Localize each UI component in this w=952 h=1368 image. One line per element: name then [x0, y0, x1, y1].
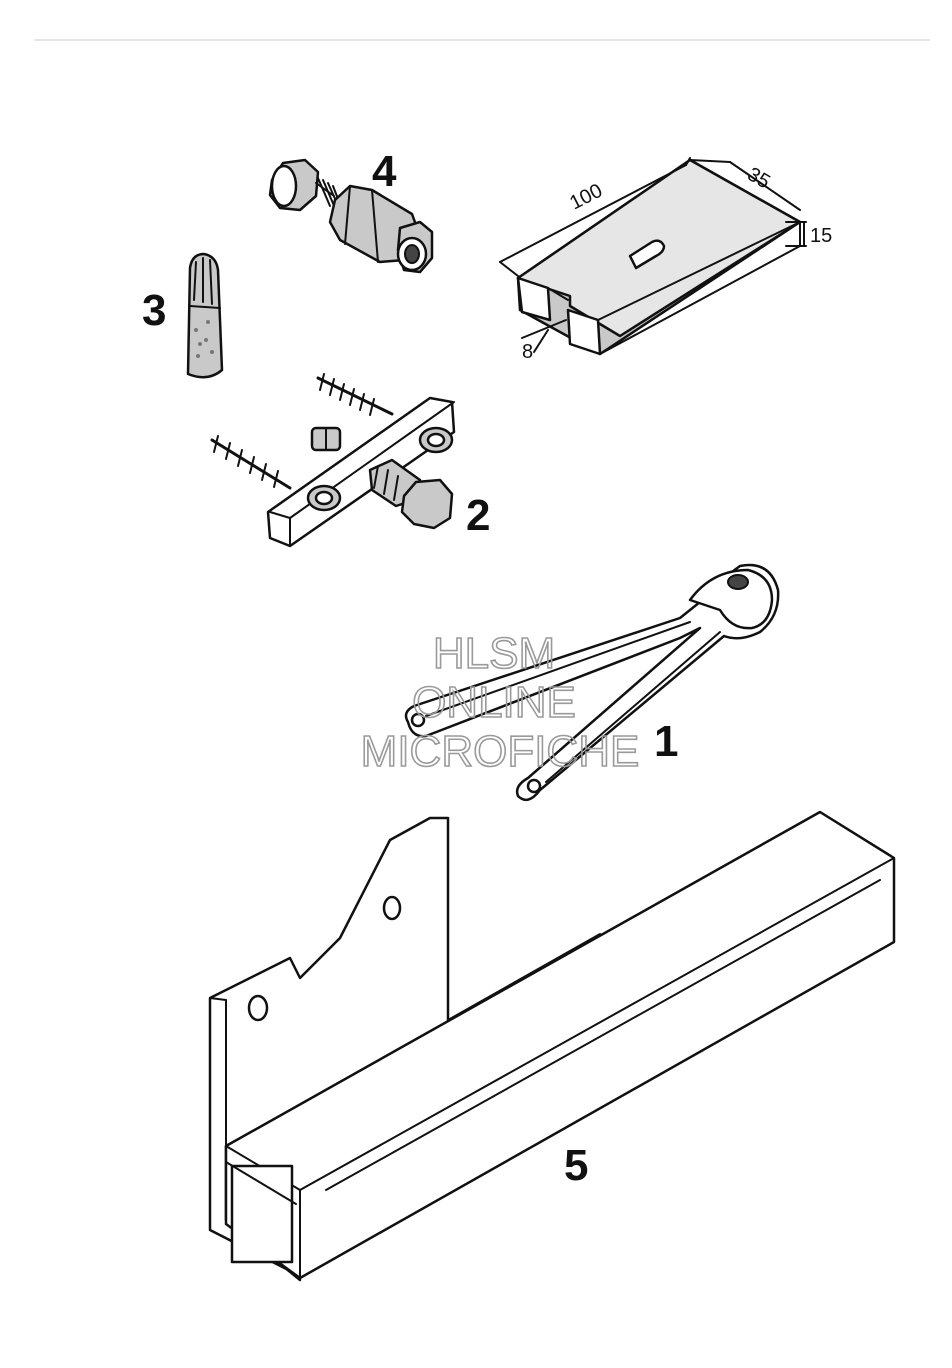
part-2-puller-bar	[210, 373, 456, 548]
part-4-puller-bolt	[268, 158, 434, 274]
callout-2: 2	[466, 491, 490, 540]
slotted-block	[499, 157, 807, 356]
watermark-line1: HLSM	[433, 629, 555, 678]
dimension-height: 15	[810, 225, 832, 247]
watermark-line3: MICROFICHE	[361, 727, 640, 776]
part-1-pin-spanner	[404, 563, 780, 802]
dimension-slot: 8	[522, 341, 533, 363]
watermark-line2: ONLINE	[412, 678, 576, 727]
part-5-stand-bracket	[208, 810, 896, 1282]
part-3-tapered-plug	[186, 252, 224, 379]
callout-1: 1	[654, 717, 678, 766]
callout-4: 4	[372, 147, 397, 196]
callout-5: 5	[564, 1141, 588, 1190]
callout-3: 3	[142, 286, 166, 335]
